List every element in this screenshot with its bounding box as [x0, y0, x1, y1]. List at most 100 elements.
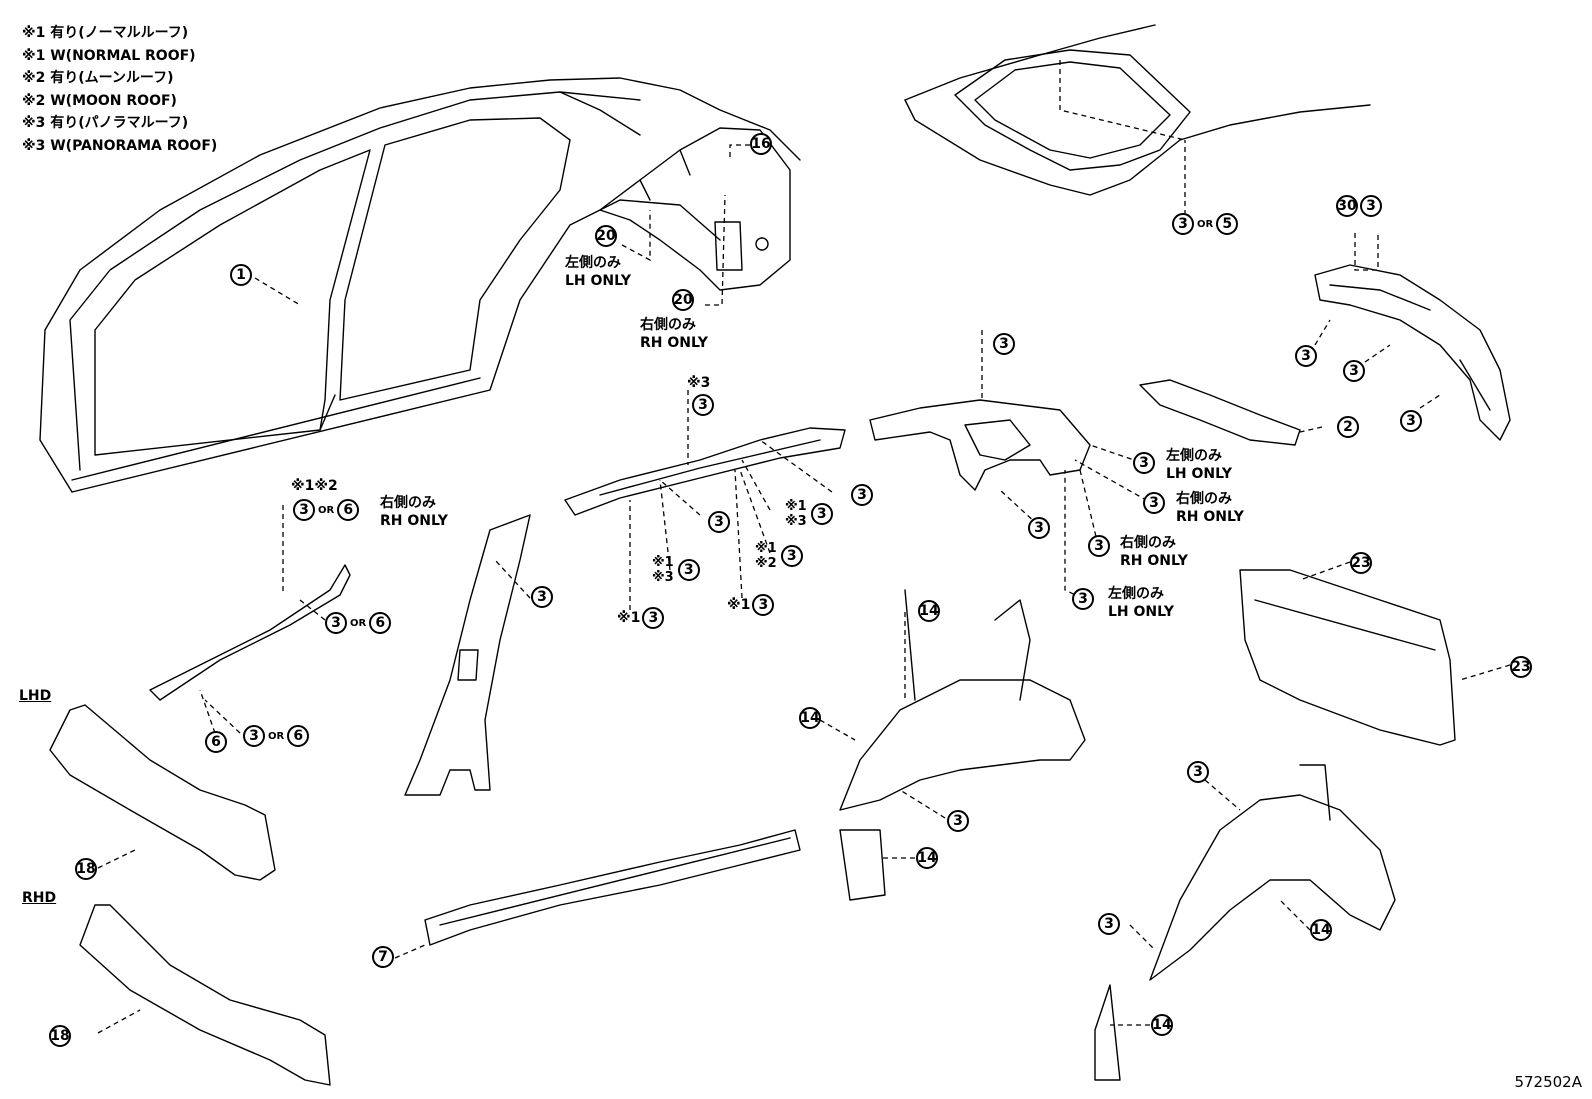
part-number: 20: [595, 225, 617, 247]
part-number: 18: [49, 1025, 71, 1047]
callout-3[interactable]: 3: [1028, 517, 1050, 539]
bracket-14: [839, 829, 886, 901]
callout-3[interactable]: 3: [692, 394, 714, 416]
callout-3-panorama[interactable]: ※3: [687, 375, 710, 391]
side-label-en: LH ONLY: [1166, 466, 1233, 482]
callout-3[interactable]: 3: [851, 484, 873, 506]
part-number: 3: [325, 612, 347, 634]
callout-14[interactable]: 14: [918, 600, 940, 622]
note-mark: ※3: [785, 514, 807, 529]
callout-7[interactable]: 7: [372, 946, 394, 968]
callout-3[interactable]: 3: [1400, 410, 1422, 432]
side-label-jp: 左側のみ: [1108, 586, 1164, 602]
part-number: 3: [1295, 345, 1317, 367]
note-stack: ※1※3: [652, 555, 674, 585]
callout-20-lh[interactable]: 20: [595, 225, 617, 247]
part-number: 14: [916, 847, 938, 869]
note-stack: ※1※2: [755, 541, 777, 571]
callout-23[interactable]: 23: [1350, 552, 1372, 574]
part-number: 20: [672, 289, 694, 311]
part-number: 3: [677, 559, 700, 581]
callout-3-lh-only[interactable]: 3: [1072, 588, 1094, 610]
callout-16[interactable]: 16: [750, 133, 772, 155]
part-number: 3: [1072, 588, 1094, 610]
windshield-header: [149, 564, 351, 701]
wheelhouse-inner: [839, 589, 1086, 811]
lhd-label: LHD: [19, 688, 52, 704]
part-number: 6: [369, 612, 392, 634]
note-mark: ※1: [652, 555, 674, 570]
part-number: 5: [1216, 213, 1239, 235]
callout-6[interactable]: 6: [205, 731, 227, 753]
part-number: 3: [851, 484, 873, 506]
callout-3[interactable]: 3: [1295, 345, 1317, 367]
part-number: 3: [293, 499, 315, 521]
note-mark: ※1: [785, 499, 807, 514]
quarter-inner-panel: [599, 127, 791, 291]
roof-frame-center: [564, 427, 846, 516]
callout-14[interactable]: 14: [916, 847, 938, 869]
part-number: 7: [372, 946, 394, 968]
or-label: OR: [268, 730, 285, 742]
callout-3[interactable]: 3: [1187, 761, 1209, 783]
part-number: 14: [1310, 919, 1332, 941]
callout-3[interactable]: 3: [708, 511, 730, 533]
part-number: 23: [1510, 656, 1532, 678]
callout-3-lh-only[interactable]: 3: [1133, 452, 1155, 474]
callout-14[interactable]: 14: [799, 707, 821, 729]
callout-3-rh-only[interactable]: 3: [1088, 535, 1110, 557]
callout-14[interactable]: 14: [1310, 919, 1332, 941]
callout-18-lhd[interactable]: 18: [75, 858, 97, 880]
rhd-label: RHD: [22, 890, 57, 906]
side-label-jp: 左側のみ: [565, 255, 621, 271]
package-tray: [1239, 569, 1456, 746]
part-number: 3: [243, 725, 265, 747]
roof-frame-right: [869, 399, 1091, 491]
callout-3[interactable]: 3: [947, 810, 969, 832]
callout-14[interactable]: 14: [1151, 1014, 1173, 1036]
or-label: OR: [350, 617, 367, 629]
callout-3-rh-only[interactable]: 3: [1143, 492, 1165, 514]
part-number: 30: [1336, 195, 1358, 217]
callout-3[interactable]: 3: [531, 586, 553, 608]
callout-1[interactable]: 1: [230, 264, 252, 286]
cowl-panel-rhd: [79, 904, 331, 1086]
legend: ※1 有り(ノーマルルーフ) ※1 W(NORMAL ROOF) ※2 有り(ム…: [22, 22, 217, 157]
callout-20-rh[interactable]: 20: [672, 289, 694, 311]
callout-2[interactable]: 2: [1337, 416, 1359, 438]
cowl-panel-lhd: [49, 704, 276, 881]
note-stack: ※1※3: [785, 499, 807, 529]
callout-23[interactable]: 23: [1510, 656, 1532, 678]
roof-panel: [904, 24, 1371, 196]
part-number: 3: [642, 607, 665, 629]
side-label-jp: 右側のみ: [640, 317, 696, 333]
part-number: 2: [1337, 416, 1359, 438]
side-label-jp: 右側のみ: [1176, 491, 1232, 507]
or-label: OR: [318, 504, 335, 516]
callout-3[interactable]: 3: [1343, 360, 1365, 382]
callout-3[interactable]: 3: [993, 333, 1015, 355]
callout-3[interactable]: 3: [1098, 913, 1120, 935]
side-label-en: LH ONLY: [565, 273, 632, 289]
part-number: 3: [1360, 195, 1382, 217]
side-label-en: RH ONLY: [1120, 553, 1188, 569]
callout-18-rhd[interactable]: 18: [49, 1025, 71, 1047]
legend-line: ※3 有り(パノラマルーフ): [22, 115, 189, 131]
or-label: OR: [1197, 218, 1214, 230]
part-number: 3: [752, 594, 775, 616]
